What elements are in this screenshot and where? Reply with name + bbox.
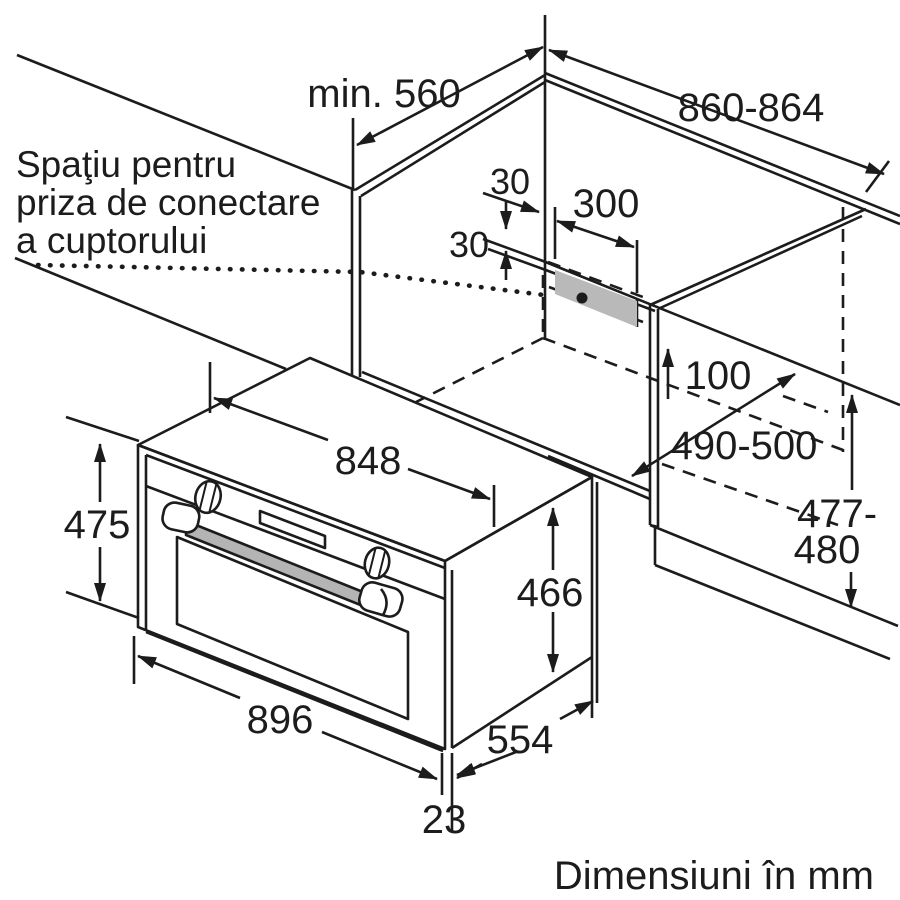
handle-right-cap [357, 581, 404, 618]
dim-30a-leader [482, 191, 540, 214]
oven-side-face [444, 475, 599, 750]
label-min560: min. 560 [307, 72, 460, 116]
socket-dot [576, 292, 588, 304]
dim-860-line [548, 48, 885, 176]
note-line-3: a cuptorului [16, 220, 207, 261]
niche-floor-rails [361, 370, 651, 501]
dim-860-right-tick [864, 160, 891, 193]
dim-300-ticks [553, 207, 639, 293]
oven-drawing [136, 356, 599, 753]
dim-896-seg2 [321, 730, 438, 781]
oven-front-frame [136, 443, 447, 753]
oven-knob-right [363, 546, 391, 580]
label-23: 23 [422, 798, 467, 842]
oven-door-window [175, 535, 410, 721]
label-848: 848 [335, 439, 402, 483]
oven-display-window [258, 509, 327, 550]
socket-note: Spaţiu pentru priza de conectare a cupto… [16, 144, 320, 261]
label-490-500: 490-500 [671, 424, 818, 468]
dim-490-line [631, 372, 796, 478]
dim-896-ticks [132, 636, 444, 795]
oven-door-handle [161, 501, 404, 618]
label-554: 554 [487, 718, 554, 762]
dim-min560-line [356, 45, 544, 147]
label-30a: 30 [490, 161, 530, 202]
note-line-2: priza de conectare [16, 182, 320, 223]
note-line-1: Spaţiu pentru [16, 144, 236, 185]
label-300: 300 [573, 182, 640, 226]
note-leader-dotted-line [35, 262, 555, 299]
label-480: 480 [794, 528, 861, 572]
label-475: 475 [64, 503, 131, 547]
dim-848-ticks [208, 362, 496, 527]
dimension-labels: min. 560 860-864 30 300 30 100 490-500 4… [64, 72, 877, 842]
oven-knob-left [193, 479, 223, 515]
dim-475-ticks [65, 415, 140, 620]
dim-300-line [556, 219, 635, 249]
socket-area [555, 270, 637, 327]
dim-23-arrow [456, 750, 517, 777]
dimension-lines [65, 45, 891, 832]
units-caption: Dimensiuni în mm [554, 854, 874, 898]
dim-848-seg2 [407, 467, 491, 501]
socket-band-lines [482, 237, 900, 407]
dim-554-seg2 [559, 699, 594, 721]
label-896: 896 [247, 698, 314, 742]
label-466: 466 [517, 571, 584, 615]
label-100: 100 [685, 354, 752, 398]
label-30b: 30 [449, 224, 489, 265]
handle-right-cap-detail [379, 588, 388, 616]
socket-zone-patch [555, 270, 637, 327]
dim-896-seg1 [137, 654, 241, 700]
label-477: 477- [797, 492, 877, 536]
dim-848-seg1 [213, 396, 329, 442]
handle-left-cap [161, 501, 201, 534]
label-860-864: 860-864 [678, 86, 825, 130]
